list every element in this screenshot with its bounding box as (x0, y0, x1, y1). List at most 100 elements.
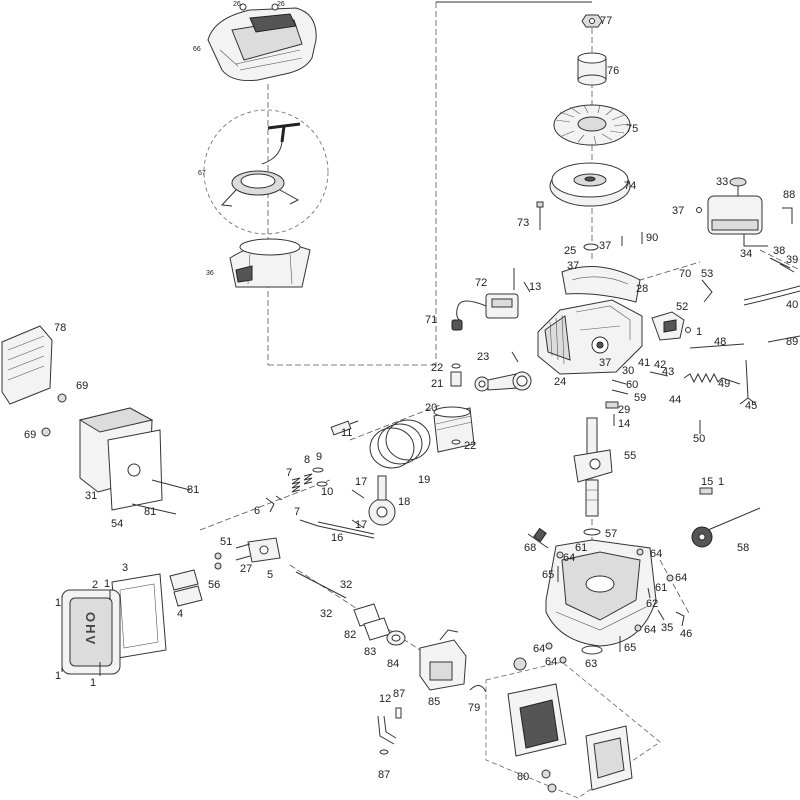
callout-6: 6 (254, 505, 260, 517)
callout-71: 71 (425, 314, 437, 326)
callout-labels: 26 26 66 67 36 77 76 75 74 73 25 37 90 3… (24, 1, 798, 783)
callout-22: 22 (464, 440, 476, 452)
camshaft (351, 475, 396, 529)
carburetor (419, 629, 467, 691)
intake-parts (295, 571, 406, 646)
spark-plug (330, 420, 359, 436)
callout-2: 2 (92, 579, 98, 591)
recoil-starter-assembly (203, 109, 329, 235)
rocker-parts (169, 537, 281, 607)
callout-81: 81 (187, 484, 199, 496)
callout-70: 70 (679, 268, 691, 280)
connecting-rod (474, 351, 532, 392)
callout-85: 85 (428, 696, 440, 708)
callout-61: 61 (655, 582, 667, 594)
valve-cover: OHV (61, 589, 121, 675)
callout-4: 4 (177, 608, 183, 620)
callout-61: 61 (575, 542, 587, 554)
engine-shroud (207, 3, 317, 81)
oil-dipstick (527, 527, 549, 549)
callout-18: 18 (398, 496, 410, 508)
callout-66: 66 (193, 46, 201, 53)
callout-73: 73 (517, 217, 529, 229)
callout-10: 10 (321, 486, 333, 498)
callout-24: 24 (554, 376, 566, 388)
callout-74: 74 (624, 180, 636, 192)
starter-handle (267, 122, 301, 143)
callout-65: 65 (542, 569, 554, 581)
callout-76: 76 (607, 65, 619, 77)
callout-68: 68 (524, 542, 536, 554)
oil-sump (545, 539, 657, 655)
callout-64: 64 (563, 552, 575, 564)
callout-36: 36 (206, 270, 214, 277)
callout-77: 77 (600, 15, 612, 27)
callout-30: 30 (622, 365, 634, 377)
callout-43: 43 (662, 366, 674, 378)
callout-57: 57 (605, 528, 617, 540)
callout-69: 69 (24, 429, 36, 441)
callout-1: 1 (696, 326, 702, 338)
callout-65: 65 (624, 642, 636, 654)
muffler-studs (131, 479, 191, 515)
fan-housing (229, 238, 311, 288)
callout-89: 89 (786, 336, 798, 348)
callout-1: 1 (55, 670, 61, 682)
callout-80: 80 (517, 771, 529, 783)
callout-49: 49 (718, 378, 730, 390)
callout-53: 53 (701, 268, 713, 280)
callout-88: 88 (783, 189, 795, 201)
valve-cover-bolts (61, 590, 111, 676)
callout-25: 25 (564, 245, 576, 257)
callout-54: 54 (111, 518, 123, 530)
callout-7: 7 (286, 467, 292, 479)
callout-15: 15 (701, 476, 713, 488)
callout-56: 56 (208, 579, 220, 591)
cooling-fan (553, 104, 631, 146)
callout-59: 59 (634, 392, 646, 404)
callout-32: 32 (320, 608, 332, 620)
callout-87: 87 (393, 688, 405, 700)
small-fasteners (605, 327, 691, 426)
fuel-hose (743, 257, 800, 343)
callout-84: 84 (387, 658, 399, 670)
crankcase-block (537, 299, 643, 375)
callout-37: 37 (672, 205, 684, 217)
callout-52: 52 (676, 301, 688, 313)
callout-55: 55 (624, 450, 636, 462)
callout-1: 1 (104, 578, 110, 590)
callout-19: 19 (418, 474, 430, 486)
callout-28: 28 (636, 283, 648, 295)
ignition-coil (451, 293, 519, 331)
push-rods (317, 521, 375, 539)
callout-22: 22 (431, 362, 443, 374)
callout-20: 20 (425, 402, 437, 414)
air-filter-assembly (485, 657, 661, 799)
callout-72: 72 (475, 277, 487, 289)
callout-27: 27 (240, 563, 252, 575)
callout-17: 17 (355, 476, 367, 488)
callout-37: 37 (599, 357, 611, 369)
muffler-heat-shield (1, 325, 53, 405)
callout-8: 8 (304, 454, 310, 466)
callout-3: 3 (122, 562, 128, 574)
callout-63: 63 (585, 658, 597, 670)
flywheel-nut (581, 14, 603, 28)
callout-50: 50 (693, 433, 705, 445)
piston (433, 406, 475, 453)
callout-33: 33 (716, 176, 728, 188)
callout-82: 82 (344, 629, 356, 641)
washer (583, 232, 643, 251)
valve-cover-logo: OHV (83, 612, 98, 646)
callout-51: 51 (220, 536, 232, 548)
callout-34: 34 (740, 248, 752, 260)
callout-9: 9 (316, 451, 322, 463)
callout-31: 31 (85, 490, 97, 502)
callout-90: 90 (646, 232, 658, 244)
starter-cup (577, 52, 607, 86)
callout-58: 58 (737, 542, 749, 554)
muffler-gasket (107, 429, 163, 511)
crankshaft (573, 417, 613, 517)
flywheel-bolt (536, 201, 544, 230)
